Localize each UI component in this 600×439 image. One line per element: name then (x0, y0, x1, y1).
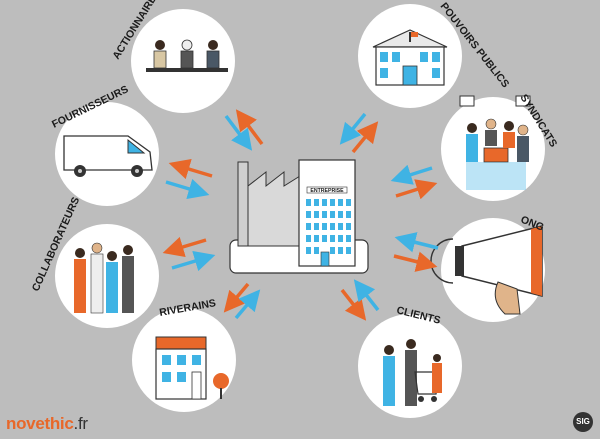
protesters-icon (459, 95, 531, 190)
factory: ENTREPRISE (229, 159, 369, 274)
shoppers-icon (383, 339, 442, 406)
people-icon (153, 39, 220, 69)
team-icon (74, 242, 134, 314)
window-grid (306, 199, 351, 267)
circle-actionnaires (131, 9, 235, 113)
circle-ong (430, 218, 545, 322)
building-icon (372, 29, 448, 86)
megaphone-icon (430, 225, 543, 315)
circle-pouvoirs-publics (358, 4, 462, 108)
arrows (162, 109, 439, 321)
van-icon (63, 135, 153, 177)
house-icon (155, 336, 229, 400)
entreprise-label: ENTREPRISE (310, 188, 344, 194)
circle-clients (358, 314, 462, 418)
circle-syndicats (441, 95, 545, 201)
brand-logo: novethic.fr (6, 414, 88, 433)
circle-collaborateurs (55, 224, 159, 328)
circle-fournisseurs (55, 102, 159, 206)
circle-riverains (132, 308, 236, 412)
corner-mark-icon: SIG (573, 412, 593, 432)
